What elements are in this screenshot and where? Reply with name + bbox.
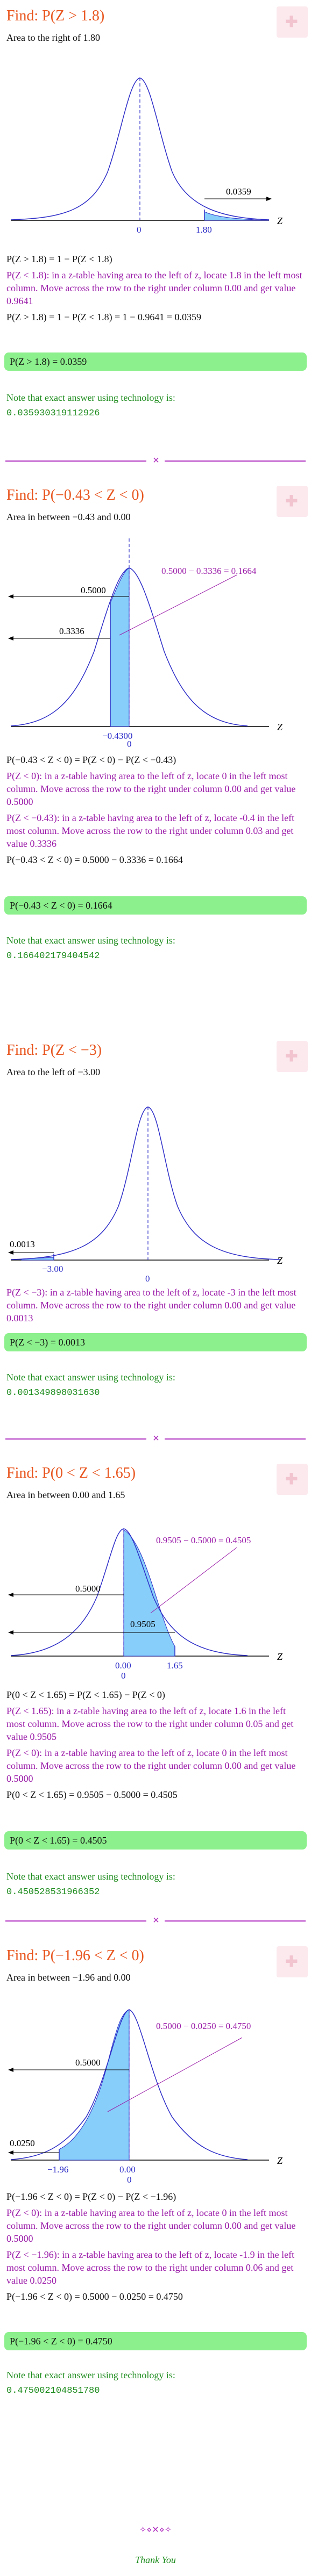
line: P(Z > 1.8) = 1 − P(Z < 1.8) = 1 − 0.9641… xyxy=(6,312,202,322)
difference-label: 0.5000 − 0.3336 = 0.1664 xyxy=(161,566,257,576)
tech-note: Note that exact answer using technology … xyxy=(6,1372,175,1383)
normal-curve-graph: 0.0013 −3.00 0 Z xyxy=(8,1106,283,1284)
line: P(Z < 0): in a z-table having area to th… xyxy=(6,2207,296,2244)
explanation-lines: P(Z > 1.8) = 1 − P(Z < 1.8) P(Z < 1.8): … xyxy=(6,253,306,327)
difference-label: 0.9505 − 0.5000 = 0.4505 xyxy=(156,1535,251,1545)
tech-value: 0.035930319112926 xyxy=(6,408,100,419)
axis-label: Z xyxy=(277,722,283,732)
normal-curve-graph: 0.5000 − 0.0250 = 0.4750 0.5000 0.0250 −… xyxy=(8,2009,283,2185)
line: P(Z < 1.65): in a z-table having area to… xyxy=(6,1706,294,1742)
line: P(Z < −3): in a z-table having area to t… xyxy=(6,1287,296,1323)
explanation-lines: P(Z < −3): in a z-table having area to t… xyxy=(6,1286,306,1328)
origin-label: 0 xyxy=(145,1273,150,1284)
answer-box: P(Z < −3) = 0.0013 xyxy=(4,1333,307,1351)
axis-label: Z xyxy=(277,215,283,226)
answer-box: P(−1.96 < Z < 0) = 0.4750 xyxy=(4,2332,307,2350)
left-area-label: 0.5000 xyxy=(75,1584,101,1594)
bell-curve xyxy=(10,1106,280,1260)
watermark-icon: ✚ xyxy=(277,486,308,517)
watermark-icon: ✚ xyxy=(277,1946,308,1977)
problem-subtitle: Area to the right of 1.80 xyxy=(6,32,100,43)
axis-label: Z xyxy=(277,2155,283,2166)
origin-label: 0 xyxy=(127,2175,132,2185)
left-area-label: 0.5000 xyxy=(81,585,106,595)
tech-note: Note that exact answer using technology … xyxy=(6,392,175,403)
line: P(0 < Z < 1.65) = 0.9505 − 0.5000 = 0.45… xyxy=(6,1789,178,1800)
problem-subtitle: Area to the left of −3.00 xyxy=(6,1067,101,1077)
origin-label: 0 xyxy=(127,739,132,749)
left-area-label-2: 0.3336 xyxy=(59,626,84,636)
z-value-label: −3.00 xyxy=(42,1264,63,1274)
problem-section-2: Find: P(−0.43 < Z < 0) Area in between −… xyxy=(0,479,311,1022)
line: P(Z > 1.8) = 1 − P(Z < 1.8) xyxy=(6,254,112,264)
footer-divider-icon: ✧⋄✕⋄✧ xyxy=(139,2525,172,2535)
problem-section-4: Find: P(0 < Z < 1.65) Area in between 0.… xyxy=(0,1457,311,1995)
problem-subtitle: Area in between −0.43 and 0.00 xyxy=(6,512,131,522)
explanation-lines: P(0 < Z < 1.65) = P(Z < 1.65) − P(Z < 0)… xyxy=(6,1688,306,1804)
problem-title: Find: P(Z < −3) xyxy=(6,1042,102,1059)
line: P(0 < Z < 1.65) = P(Z < 1.65) − P(Z < 0) xyxy=(6,1689,165,1700)
right-area-label: 0.0359 xyxy=(226,186,251,197)
tech-value: 0.450528531966352 xyxy=(6,1887,100,1897)
thank-you-text: Thank You xyxy=(135,2555,176,2565)
section-divider: ✕ xyxy=(0,1916,311,1926)
origin-label: 0 xyxy=(121,1671,126,1681)
answer-box: P(Z > 1.8) = 0.0359 xyxy=(4,352,307,371)
line: P(Z < 0): in a z-table having area to th… xyxy=(6,771,296,807)
left-area-label: 0.5000 xyxy=(75,2057,101,2068)
problem-title: Find: P(Z > 1.8) xyxy=(6,8,105,24)
origin-label: 0 xyxy=(137,225,142,235)
tech-note: Note that exact answer using technology … xyxy=(6,2370,175,2380)
tech-value: 0.166402179404542 xyxy=(6,951,100,961)
z-start-label: −1.96 xyxy=(47,2164,68,2175)
line: P(Z < −1.96): in a z-table having area t… xyxy=(6,2249,295,2286)
problem-title: Find: P(−0.43 < Z < 0) xyxy=(6,487,144,503)
line: P(Z < −0.43): in a z-table having area t… xyxy=(6,812,295,849)
line: P(−1.96 < Z < 0) = 0.5000 − 0.0250 = 0.4… xyxy=(6,2291,183,2302)
watermark-icon: ✚ xyxy=(277,6,308,38)
shaded-area xyxy=(204,211,270,221)
section-divider: ✕ xyxy=(0,456,311,466)
watermark-icon: ✚ xyxy=(277,1041,308,1072)
line: P(Z < 0): in a z-table having area to th… xyxy=(6,1747,296,1784)
normal-curve-graph: 0.9505 − 0.5000 = 0.4505 0.5000 0.9505 0… xyxy=(8,1528,283,1681)
line: P(Z < 1.8): in a z-table having area to … xyxy=(6,270,302,306)
z-end-label: 0.00 xyxy=(119,2164,136,2175)
z-end-label: 1.65 xyxy=(167,1660,183,1671)
problem-title: Find: P(0 < Z < 1.65) xyxy=(6,1465,136,1481)
z-value-label: −0.4300 xyxy=(102,731,132,741)
axis-label: Z xyxy=(277,1255,283,1266)
normal-curve-graph: 0.5000 − 0.3336 = 0.1664 0.5000 0.3336 −… xyxy=(8,538,283,749)
problem-section-1: Find: P(Z > 1.8) Area to the right of 1.… xyxy=(0,0,311,489)
z-start-label: 0.00 xyxy=(115,1660,131,1671)
tech-note: Note that exact answer using technology … xyxy=(6,935,175,946)
watermark-icon: ✚ xyxy=(277,1464,308,1495)
left-area-label-2: 0.9505 xyxy=(130,1619,156,1629)
section-divider: ✕ xyxy=(0,1434,311,1444)
problem-section-5: Find: P(−1.96 < Z < 0) Area in between −… xyxy=(0,1940,311,2477)
answer-box: P(0 < Z < 1.65) = 0.4505 xyxy=(4,1831,307,1850)
tech-value: 0.001349898031630 xyxy=(6,1388,100,1398)
left-area-label-2: 0.0250 xyxy=(10,2138,35,2148)
line: P(−1.96 < Z < 0) = P(Z < 0) − P(Z < −1.9… xyxy=(6,2191,176,2202)
explanation-lines: P(−1.96 < Z < 0) = P(Z < 0) − P(Z < −1.9… xyxy=(6,2190,306,2306)
problem-title: Find: P(−1.96 < Z < 0) xyxy=(6,1947,144,1964)
problem-section-3: Find: P(Z < −3) Area to the left of −3.0… xyxy=(0,1034,311,1507)
line: P(−0.43 < Z < 0) = P(Z < 0) − P(Z < −0.4… xyxy=(6,754,176,765)
problem-subtitle: Area in between 0.00 and 1.65 xyxy=(6,1490,125,1500)
normal-curve-graph: 0.0359 0 1.80 Z xyxy=(10,77,283,235)
axis-label: Z xyxy=(277,1651,283,1662)
shaded-area xyxy=(59,2009,130,2161)
difference-label: 0.5000 − 0.0250 = 0.4750 xyxy=(156,2021,251,2031)
z-value-label: 1.80 xyxy=(196,225,212,235)
tech-value: 0.475002104851780 xyxy=(6,2386,100,2396)
shaded-area xyxy=(123,1529,175,1657)
shaded-area xyxy=(110,567,130,727)
left-area-label: 0.0013 xyxy=(10,1239,35,1249)
line: P(−0.43 < Z < 0) = 0.5000 − 0.3336 = 0.1… xyxy=(6,854,183,865)
explanation-lines: P(−0.43 < Z < 0) = P(Z < 0) − P(Z < −0.4… xyxy=(6,753,306,869)
answer-box: P(−0.43 < Z < 0) = 0.1664 xyxy=(4,896,307,915)
tech-note: Note that exact answer using technology … xyxy=(6,1871,175,1882)
problem-subtitle: Area in between −1.96 and 0.00 xyxy=(6,1972,131,1983)
